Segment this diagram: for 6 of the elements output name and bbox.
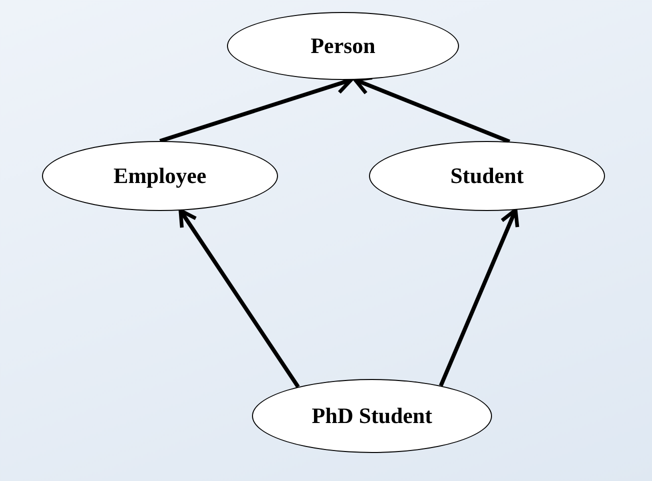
- class-name: Student: [450, 163, 524, 189]
- class-name: Person: [310, 33, 376, 59]
- class-name: Employee: [114, 163, 206, 189]
- arrow: [178, 208, 300, 388]
- arrow: [438, 208, 520, 386]
- class-name: PhD Student: [312, 403, 432, 429]
